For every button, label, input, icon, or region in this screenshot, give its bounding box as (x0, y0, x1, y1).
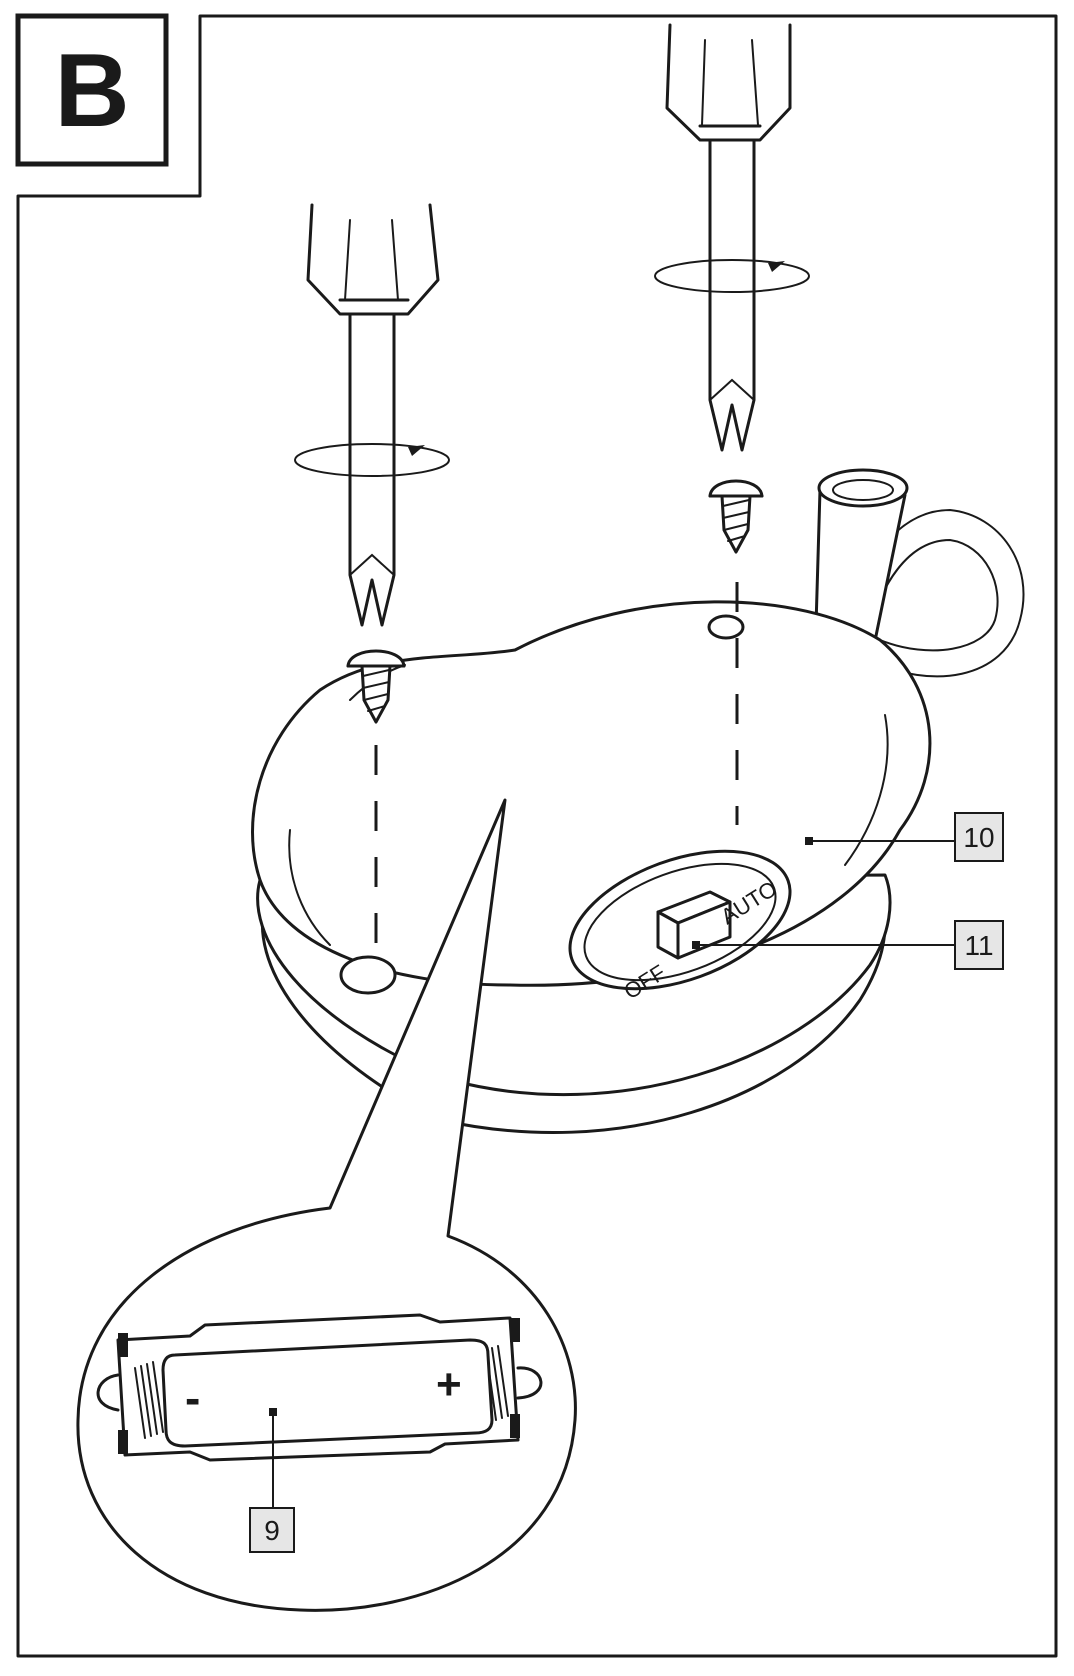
spring-left (134, 1361, 164, 1439)
panel-label-box (15, 13, 169, 167)
battery-minus-label: - (185, 1372, 200, 1424)
switch-recess-inner (583, 862, 777, 982)
diagram-frame (16, 14, 1058, 1658)
callout-housing-number: 10 (963, 822, 994, 853)
screw-hole-right (707, 614, 745, 640)
screwdriver-right (665, 23, 792, 452)
battery-holder-nub-right (516, 1366, 543, 1400)
screwdriver-left-handle (306, 203, 440, 316)
screwdriver-left (306, 203, 440, 627)
battery-compartment-magnifier: - + (76, 798, 577, 1612)
clip-tab-top-right (510, 1318, 520, 1342)
clip-tab-top-left (118, 1333, 128, 1357)
screwdriver-right-handle (665, 23, 792, 142)
callout-switch: 11 (692, 920, 1004, 970)
screw-right (708, 479, 764, 554)
screw-left (346, 649, 406, 724)
hanging-pipe-inner (832, 479, 894, 501)
mode-switch (656, 890, 732, 960)
screwdriver-left-tip-lines (349, 553, 395, 576)
screwdriver-right-shaft (708, 138, 756, 452)
panel-letter: B (54, 33, 129, 149)
hanging-loop-inner (859, 538, 999, 656)
clip-tab-bottom-left (118, 1430, 128, 1454)
battery-cell (161, 1338, 494, 1448)
callout-switch-number: 11 (964, 930, 993, 961)
mode-switch-side (676, 900, 732, 960)
callout-battery-number: 9 (264, 1515, 280, 1546)
screwdriver-left-handle-grooves (344, 219, 399, 301)
rotation-arrow-right-icon (654, 259, 810, 293)
callout-housing-box (954, 812, 1004, 862)
screwdriver-left-shaft (348, 312, 396, 627)
screwdriver-right-handle-grooves (701, 39, 759, 126)
screw-hole-left (339, 955, 397, 995)
callout-battery: 9 (249, 1408, 295, 1553)
device-housing: OFF AUTO (251, 468, 1025, 1135)
callout-battery-box (249, 1507, 295, 1553)
rotation-arrow-left-icon (294, 443, 450, 477)
callout-switch-box (954, 920, 1004, 970)
screwdriver-right-tip-lines (709, 378, 755, 401)
battery-holder-nub-left (96, 1373, 120, 1412)
housing-contour-left (288, 829, 331, 946)
panel-label: B (15, 13, 169, 167)
housing-contour-right (844, 714, 889, 866)
callout-housing: 10 (805, 812, 1004, 862)
clip-tab-bottom-right (510, 1414, 520, 1438)
battery-plus-label: + (436, 1360, 462, 1409)
